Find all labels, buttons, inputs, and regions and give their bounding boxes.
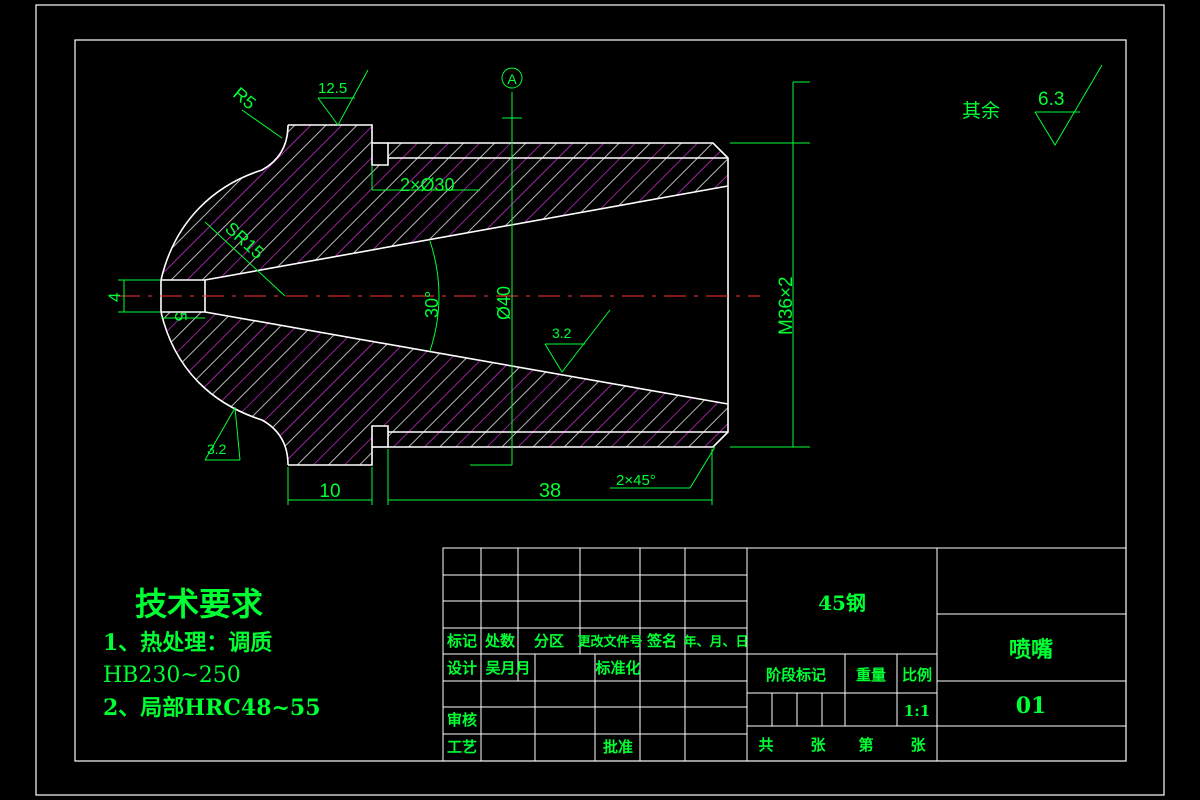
roughness-bore: 3.2 — [552, 325, 572, 341]
process: 工艺 — [447, 738, 477, 756]
approve: 批准 — [603, 738, 633, 756]
drawing-no: 01 — [1016, 693, 1047, 719]
scale: 1:1 — [904, 702, 930, 720]
dim-tip-len: 5 — [171, 312, 190, 321]
title-block — [442, 547, 1127, 762]
roughness-general-label: 其余 — [962, 100, 1000, 122]
review: 审核 — [447, 711, 477, 729]
dim-chamfer-top: 2×Ø30 — [400, 175, 455, 195]
header-1: 处数 — [484, 632, 516, 650]
dim-chamfer-bottom: 2×45° — [616, 472, 656, 489]
weight: 重量 — [856, 666, 886, 684]
header-4: 签名 — [646, 632, 677, 650]
design-label: 设计 — [447, 659, 477, 677]
roughness-top: 12.5 — [318, 80, 347, 97]
dim-tip-dia: 4 — [105, 293, 124, 302]
stage-mark: 阶段标记 — [766, 666, 826, 684]
header-5: 年、月、日 — [683, 634, 748, 650]
roughness-bottom-left: 3.2 — [207, 441, 227, 457]
sheet-border — [35, 4, 1165, 796]
dimensions — [118, 64, 1103, 505]
dim-angle: 30° — [422, 291, 442, 318]
material: 45钢 — [818, 591, 866, 615]
tech-title: 技术要求 — [135, 585, 263, 623]
dim-r5: R5 — [229, 83, 259, 113]
dim-diameter: Ø40 — [494, 286, 514, 320]
sheets-unit-1: 张 — [810, 736, 826, 754]
sheets-unit-2: 张 — [910, 736, 926, 754]
part-section — [118, 124, 760, 466]
sheet-no: 第 — [858, 736, 873, 754]
scale-label: 比例 — [902, 666, 932, 684]
designer: 吴月月 — [485, 659, 530, 677]
header-0: 标记 — [446, 632, 477, 650]
dim-len-38: 38 — [539, 480, 561, 502]
part-name: 喷嘴 — [1009, 637, 1053, 663]
header-3: 更改文件号 — [577, 634, 642, 650]
roughness-general-value: 6.3 — [1038, 89, 1064, 110]
standardization: 标准化 — [594, 659, 640, 677]
dim-thread: M36×2 — [776, 276, 797, 335]
datum-circle — [501, 67, 523, 89]
sheets-total: 共 — [758, 736, 773, 754]
dim-len-10: 10 — [319, 481, 340, 502]
tech-line-2: HB230~250 — [103, 663, 241, 688]
header-2: 分区 — [534, 632, 564, 650]
datum-letter: A — [507, 71, 517, 87]
tech-line-3: 2、局部HRC48~55 — [103, 695, 321, 721]
tech-line-1: 1、热处理：调质 — [103, 630, 272, 656]
